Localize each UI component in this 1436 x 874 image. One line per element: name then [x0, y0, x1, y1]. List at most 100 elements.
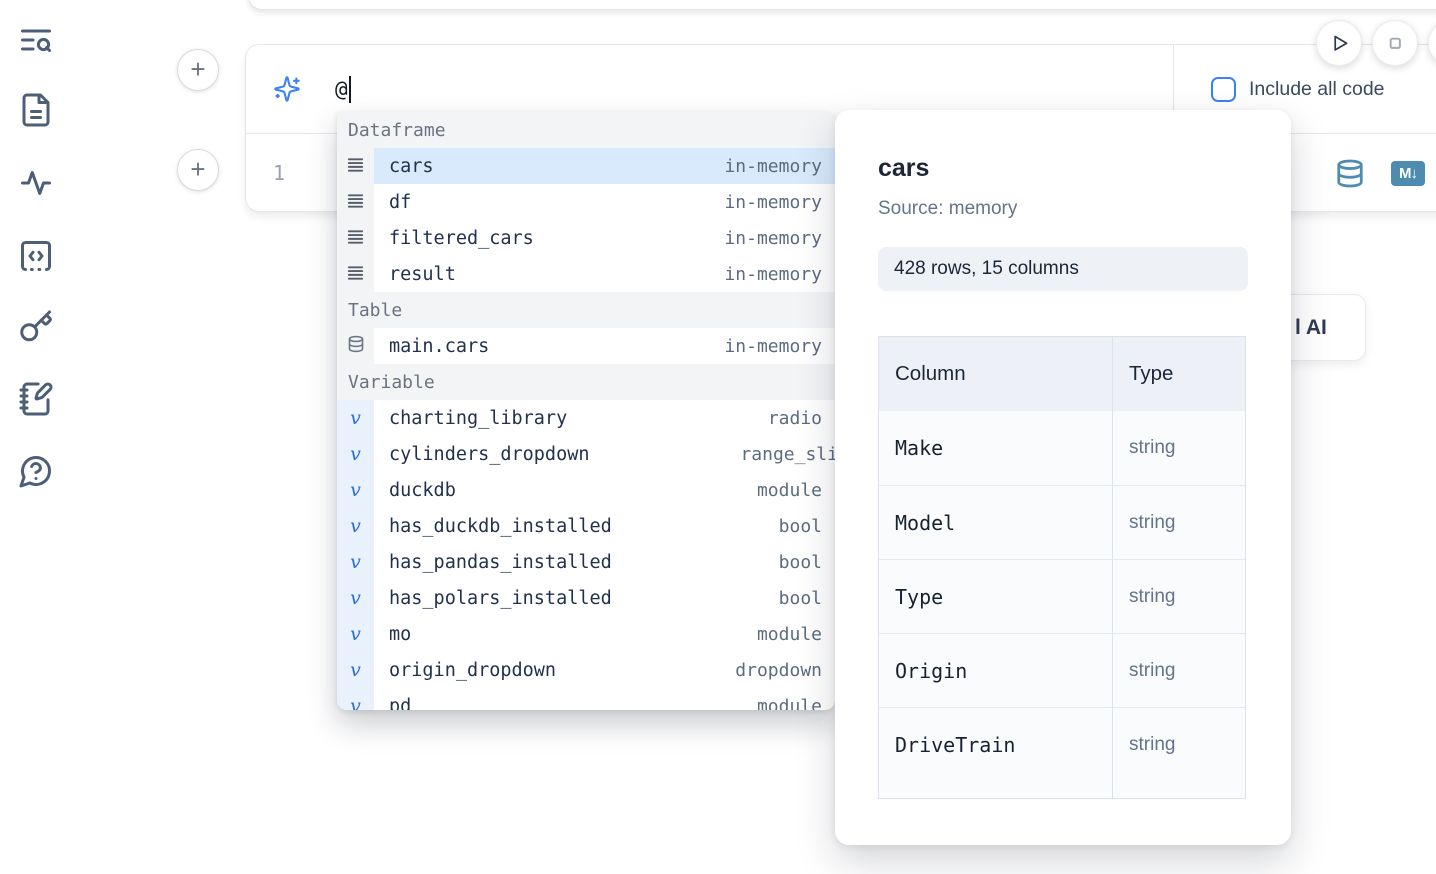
- schema-header-row: Column Type: [879, 337, 1245, 411]
- code-editor-row[interactable]: 1 M↓: [246, 134, 1436, 212]
- completion-section-header: Variable: [337, 364, 835, 400]
- completion-item-origin_dropdown[interactable]: v origin_dropdown dropdown: [337, 652, 835, 688]
- completion-item-has_pandas_installed[interactable]: v has_pandas_installed bool: [337, 544, 835, 580]
- completion-item-duckdb[interactable]: v duckdb module: [337, 472, 835, 508]
- schema-column-type: string: [1112, 634, 1245, 707]
- schema-row: Model string: [879, 485, 1245, 559]
- variable-icon: v: [350, 658, 361, 681]
- activity-icon[interactable]: [18, 165, 54, 201]
- help-circle-icon[interactable]: [18, 453, 54, 489]
- table-database-icon: [347, 335, 365, 357]
- completion-item-main.cars[interactable]: v main.cars in-memory: [337, 328, 835, 364]
- run-cell-button[interactable]: [1316, 20, 1362, 66]
- schema-column-type: string: [1112, 708, 1245, 781]
- completion-item-df[interactable]: v df in-memory: [337, 184, 835, 220]
- text-caret: [348, 75, 351, 103]
- completion-item-type: module: [756, 623, 822, 645]
- prompt-text: @: [335, 77, 348, 101]
- completion-item-type: in-memory: [724, 263, 822, 285]
- completion-item-type: in-memory: [724, 155, 822, 177]
- variable-icon: v: [350, 550, 361, 573]
- completion-item-name: filtered_cars: [389, 227, 534, 249]
- variable-icon: v: [350, 406, 361, 429]
- dataframe-icon: [346, 227, 365, 250]
- completion-item-name: has_duckdb_installed: [389, 515, 612, 537]
- completion-item-name: df: [389, 191, 412, 213]
- completion-item-type: dropdown: [735, 659, 822, 681]
- variable-icon: v: [350, 694, 361, 710]
- include-all-code-checkbox[interactable]: [1211, 76, 1236, 102]
- cell-actions: M↓: [1335, 134, 1425, 212]
- completion-item-cylinders_dropdown[interactable]: v cylinders_dropdown range_sli: [337, 436, 835, 472]
- shape-badge: 428 rows, 15 columns: [878, 247, 1248, 291]
- code-box-icon[interactable]: [18, 238, 54, 274]
- completion-item-name: has_polars_installed: [389, 587, 612, 609]
- type-header: Type: [1112, 337, 1245, 411]
- completion-section-header: Dataframe: [337, 112, 835, 148]
- completion-item-type: in-memory: [724, 227, 822, 249]
- completion-item-has_polars_installed[interactable]: v has_polars_installed bool: [337, 580, 835, 616]
- completion-item-type: radio: [767, 407, 822, 429]
- completion-item-name: origin_dropdown: [389, 659, 557, 681]
- dataframe-icon: [346, 191, 365, 214]
- dataframe-icon: [346, 263, 365, 286]
- completion-item-type: range_sli: [740, 443, 835, 465]
- completion-item-name: result: [389, 263, 456, 285]
- schema-row: Origin string: [879, 633, 1245, 707]
- schema-column-name: Origin: [895, 658, 968, 683]
- completion-item-has_duckdb_installed[interactable]: v has_duckdb_installed bool: [337, 508, 835, 544]
- completion-list: Dataframe v cars in-memory v df: [337, 112, 835, 710]
- completion-item-type: in-memory: [724, 191, 822, 213]
- play-icon: [1334, 35, 1348, 51]
- completion-item-result[interactable]: v result in-memory: [337, 256, 835, 292]
- ai-prompt-input[interactable]: @: [335, 75, 351, 103]
- schema-column-name: Type: [895, 584, 944, 609]
- schema-row: Type string: [879, 559, 1245, 633]
- ai-options: Include all code: [1173, 45, 1436, 133]
- schema-column-type: string: [1112, 560, 1245, 633]
- variable-icon: v: [350, 442, 361, 465]
- file-text-icon[interactable]: [18, 92, 54, 128]
- completion-item-name: cylinders_dropdown: [389, 443, 590, 465]
- database-icon[interactable]: [1335, 158, 1365, 189]
- schema-column-name: Make: [895, 436, 944, 460]
- completion-item-name: charting_library: [389, 407, 568, 429]
- notebook-pen-icon[interactable]: [18, 381, 54, 417]
- completion-item-cars[interactable]: v cars in-memory: [337, 148, 835, 184]
- dataframe-icon: [346, 155, 365, 178]
- schema-column-type: string: [1112, 411, 1245, 485]
- completion-section-header: Table: [337, 292, 835, 328]
- completion-item-type: bool: [778, 587, 822, 609]
- add-cell-above-button[interactable]: +: [177, 49, 219, 91]
- completion-item-mo[interactable]: v mo module: [337, 616, 835, 652]
- schema-column-name: Model: [895, 510, 956, 535]
- completion-item-name: cars: [389, 155, 434, 177]
- completion-item-type: module: [756, 695, 822, 711]
- line-number: 1: [273, 161, 286, 185]
- markdown-icon[interactable]: M↓: [1391, 160, 1425, 186]
- completion-item-name: mo: [389, 623, 412, 645]
- schema-row: DriveTrain string: [879, 707, 1245, 781]
- completion-dropdown: Dataframe v cars in-memory v df: [337, 112, 835, 710]
- schema-table: Column Type Make string Model string Typ…: [878, 336, 1246, 799]
- variable-icon: v: [350, 586, 361, 609]
- variable-icon: v: [350, 514, 361, 537]
- schema-partial-row: [879, 781, 1245, 798]
- preview-title: cars: [878, 154, 930, 182]
- completion-item-pd[interactable]: v pd module: [337, 688, 835, 710]
- previous-cell-edge: [248, 0, 1436, 10]
- column-header: Column: [895, 362, 966, 385]
- stop-icon: [1389, 37, 1401, 49]
- add-cell-below-button[interactable]: +: [177, 149, 219, 191]
- completion-item-name: duckdb: [389, 479, 456, 501]
- variable-icon: v: [350, 622, 361, 645]
- completion-item-name: main.cars: [389, 335, 490, 357]
- key-icon[interactable]: [18, 309, 54, 345]
- completion-item-charting_library[interactable]: v charting_library radio: [337, 400, 835, 436]
- stop-cell-button[interactable]: [1372, 20, 1418, 66]
- completion-item-filtered_cars[interactable]: v filtered_cars in-memory: [337, 220, 835, 256]
- completion-item-name: pd: [389, 695, 412, 711]
- schema-row: Make string: [879, 411, 1245, 485]
- list-search-icon[interactable]: [18, 22, 54, 58]
- dataframe-preview-panel: cars Source: memory 428 rows, 15 columns…: [835, 110, 1291, 845]
